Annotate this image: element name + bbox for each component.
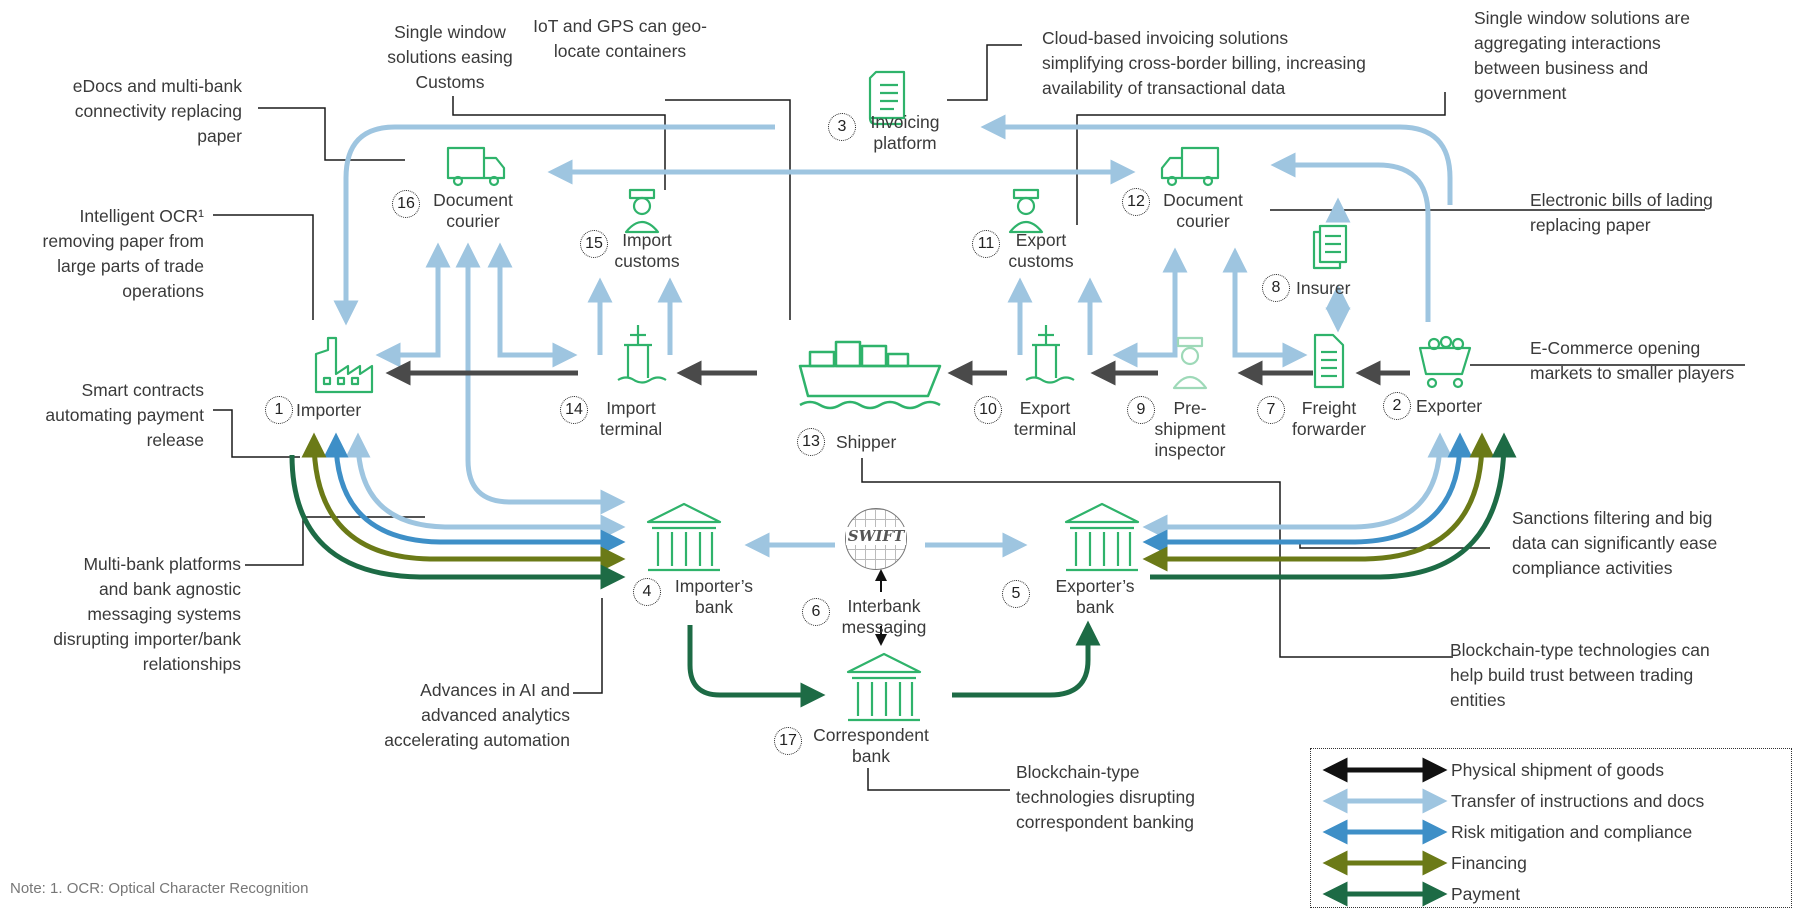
legend: Physical shipment of goods Transfer of i… [1310,748,1792,908]
node-number-invoicing: 3 [828,113,856,141]
bank-icon-importer [646,502,722,572]
legend-item-risk: Risk mitigation and compliance [1451,822,1693,842]
node-label-shipper: Shipper [836,432,897,452]
node-number-freight: 7 [1257,396,1285,424]
bank-icon-exporter [1064,502,1140,572]
node-number-importer: 1 [265,396,293,424]
node-number-inspector: 9 [1127,396,1155,424]
legend-item-shipment: Physical shipment of goods [1451,760,1665,780]
swift-logo: SWIFT [845,508,907,570]
node-number-importers-bank: 4 [633,578,661,606]
cart-icon [1418,335,1472,389]
document-icon [1313,333,1345,389]
ship-icon [798,340,942,410]
node-number-import-customs: 15 [580,230,608,258]
customs-officer-icon-import [624,188,660,234]
node-number-export-terminal: 10 [974,396,1002,424]
legend-item-financing: Financing [1451,853,1527,873]
node-label-importer: Importer [296,400,362,420]
node-number-exporters-bank: 5 [1002,580,1030,608]
node-number-courier-left: 16 [392,190,420,218]
swift-logo-text: SWIFT [846,527,906,545]
node-number-exporter: 2 [1383,392,1411,420]
node-number-interbank: 6 [802,598,830,626]
node-number-insurer: 8 [1262,274,1290,302]
financing-flows [301,432,1495,572]
documents-icon [1312,224,1348,270]
factory-icon [314,336,374,394]
node-label-exporter: Exporter [1416,396,1483,416]
truck-icon-left [446,146,506,187]
truck-icon-right [1160,146,1220,187]
node-number-shipper: 13 [797,428,825,456]
node-label-insurer: Insurer [1296,278,1351,298]
invoice-scroll-icon [868,70,906,126]
legend-item-payment: Payment [1451,884,1521,904]
terminal-icon-import [617,325,667,384]
terminal-icon-export [1025,325,1075,384]
node-number-export-customs: 11 [972,230,1000,258]
bank-icon-correspondent [846,652,922,722]
legend-item-docs: Transfer of instructions and docs [1451,791,1705,811]
node-number-courier-right: 12 [1122,188,1150,216]
node-number-correspondent: 17 [774,727,802,755]
customs-officer-icon-export [1008,188,1044,234]
annotation-iot-gps: IoT and GPS can geo-locate containers [533,16,707,61]
inspector-icon [1172,336,1208,390]
legend-arrows [1322,757,1448,907]
footnote: Note: 1. OCR: Optical Character Recognit… [10,880,309,897]
payment-flows [289,432,1517,708]
node-number-import-terminal: 14 [560,396,588,424]
